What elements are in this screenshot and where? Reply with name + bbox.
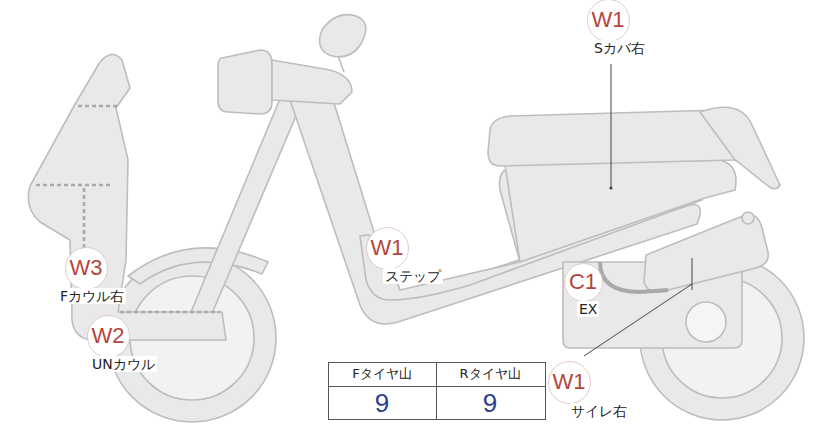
damage-code: W1 [371,237,404,259]
damage-code: C1 [569,271,597,293]
damage-code: W1 [553,371,586,393]
leader-line [611,64,612,188]
marker-circle: W1 [548,361,591,404]
exhaust-pipe [600,262,668,292]
damage-code: W3 [70,257,103,279]
marker-circle: W1 [366,227,409,270]
part-name: EX [577,301,599,317]
marker-circle: W2 [87,315,130,358]
front-cowl [28,54,226,340]
damage-code: W2 [92,325,125,347]
part-name: UNカウル [90,356,157,372]
marker-circle: W1 [587,0,630,42]
tire-table [329,363,546,420]
mirror [320,15,366,57]
cowl-dash [120,311,220,314]
marker-circle: C1 [564,263,603,302]
table-header: Fタイヤ山 [352,365,411,383]
table-rule [436,363,437,420]
part-name: Fカウル右 [58,288,126,304]
muffler-tip [742,212,754,224]
part-name: サイレ右 [569,403,629,419]
leader-dot [609,186,612,189]
cowl-dash [78,105,120,108]
table-value: 9 [483,388,497,419]
leader-line [692,258,693,290]
damage-code: W1 [592,9,625,31]
part-name: ステップ [383,268,443,284]
tail [700,107,780,189]
handle-cover [272,60,352,104]
cowl-dash [36,184,110,187]
rear-axle [686,302,726,342]
part-name: Sカバ右 [592,40,647,56]
mirror-stem [338,56,344,72]
headlight [218,50,272,114]
leader-line [584,284,692,356]
marker-circle: W3 [65,247,108,290]
front-fender [128,248,268,284]
table-value: 9 [375,388,389,419]
muffler [644,215,768,293]
table-header: Rタイヤ山 [459,365,520,383]
seat [488,110,740,166]
